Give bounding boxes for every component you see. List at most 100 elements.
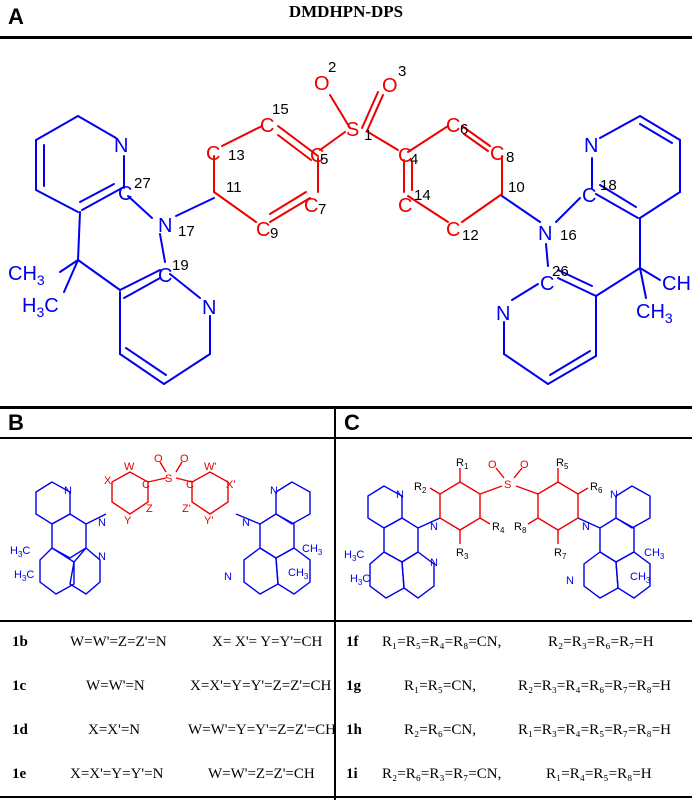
atom-s1: S	[346, 119, 359, 141]
atom-n-right-bot: N	[496, 303, 510, 325]
num-14: 14	[414, 187, 431, 204]
acceptor-bonds-b	[111, 461, 229, 515]
b-n-1: N	[64, 485, 72, 497]
c-r4: R4	[492, 521, 505, 535]
num-27: 27	[134, 175, 151, 192]
num-17: 17	[178, 223, 195, 240]
row-code: 1c	[12, 678, 27, 694]
row-condition-b: R₁=R₄=R₅=R₈=H	[546, 766, 652, 782]
atom-n-right-top: N	[584, 135, 598, 157]
row-condition-b: W=W'=Z=Z'=CH	[208, 766, 315, 782]
row-code: 1e	[12, 766, 27, 782]
atom-n-left-top: N	[114, 135, 128, 157]
num-18: 18	[600, 177, 617, 194]
num-7: 7	[318, 201, 326, 218]
c-r2: R2	[414, 481, 427, 495]
c-n-3: N	[430, 557, 438, 569]
atom-c7: C	[304, 195, 318, 217]
row-code: 1d	[12, 722, 28, 738]
c-methyl-1: H3C	[344, 549, 364, 563]
c-n-5: N	[582, 521, 590, 533]
atom-c27: C	[118, 183, 132, 205]
c-methyl-3: CH3	[644, 547, 665, 561]
c-n-1: N	[396, 489, 404, 501]
b-n-3: N	[98, 551, 106, 563]
atom-c5: C	[310, 145, 324, 167]
atom-o2: O	[314, 73, 330, 95]
vertical-divider	[334, 406, 336, 800]
row-condition-b: W=W'=Y=Y'=Z=Z'=CH	[188, 722, 337, 738]
row-code: 1i	[346, 766, 358, 782]
atom-o3: O	[382, 75, 398, 97]
num-16: 16	[560, 227, 577, 244]
num-11: 11	[226, 179, 242, 196]
atom-c4: C	[398, 145, 412, 167]
c-r8: R8	[514, 521, 527, 535]
c-n-2: N	[430, 521, 438, 533]
c-methyl-4: CH3	[630, 571, 651, 585]
row-code: 1f	[346, 634, 359, 650]
c-sulfur: S	[504, 479, 511, 491]
c-oxygen-1: O	[488, 459, 497, 471]
panel-label-a: A	[8, 4, 24, 29]
atom-c14: C	[398, 195, 412, 217]
num-5: 5	[320, 151, 328, 168]
donor-bonds-b-right	[235, 481, 311, 595]
num-6: 6	[460, 121, 468, 138]
methyl-left-bot: H3C	[22, 295, 59, 320]
methyl-right-top: CH	[662, 273, 691, 295]
acceptor-bonds-a	[213, 91, 503, 223]
row-condition-a: R₁=R₅=CN,	[404, 678, 476, 694]
num-19: 19	[172, 257, 189, 274]
c-oxygen-2: O	[520, 459, 529, 471]
atom-c8: C	[490, 143, 504, 165]
top-rule	[0, 36, 692, 39]
atom-c6: C	[446, 115, 460, 137]
donor-bonds-b	[35, 481, 107, 595]
acceptor-bonds-c	[429, 467, 589, 544]
num-9: 9	[270, 225, 278, 242]
b-methyl-1: H3C	[10, 545, 30, 559]
row-condition-a: R₂=R₆=CN,	[404, 722, 476, 738]
num-8: 8	[506, 149, 514, 166]
c-r5: R5	[556, 457, 569, 471]
b-y: Y	[124, 515, 132, 527]
atom-n17: N	[158, 215, 172, 237]
c-r-labels: R1 R2 R3 R4 R5 R6 R7 R8	[414, 457, 603, 561]
num-3: 3	[398, 63, 406, 80]
molecule-title: DMDHPN-DPS	[288, 2, 404, 21]
atom-n16: N	[538, 223, 552, 245]
row-condition-a: R₁=R₅=R₄=R₈=CN,	[382, 634, 502, 650]
atom-c26: C	[540, 273, 554, 295]
row-condition-b: R₁=R₃=R₄=R₅=R₇=R₈=H	[518, 722, 671, 738]
c-r7: R7	[554, 547, 567, 561]
row-condition-a: W=W'=Z=Z'=N	[70, 634, 167, 650]
b-wp: W'	[204, 461, 216, 473]
row-condition-a: X=X'=N	[88, 722, 141, 738]
c-r1: R1	[456, 457, 469, 471]
table-rule	[0, 620, 692, 622]
b-sulfur: S	[165, 473, 172, 485]
b-n-2: N	[98, 517, 106, 529]
c-r6: R6	[590, 481, 603, 495]
num-4: 4	[410, 151, 418, 168]
b-oxygen-1: O	[154, 453, 163, 465]
atom-c13: C	[206, 143, 220, 165]
num-10: 10	[508, 179, 525, 196]
row-code: 1b	[12, 634, 28, 650]
bottom-rule	[0, 796, 692, 798]
row-code: 1h	[346, 722, 362, 738]
donor-bonds-a	[35, 115, 681, 385]
atom-c19: C	[158, 265, 172, 287]
c-methyl-2: H3C	[350, 573, 370, 587]
row-condition-a: X=X'=Y=Y'=N	[70, 766, 164, 782]
atom-c12: C	[446, 219, 460, 241]
num-1: 1	[364, 127, 372, 144]
b-n-5: N	[242, 517, 250, 529]
panel-label-b: B	[8, 410, 24, 435]
donor-bonds-c	[367, 485, 651, 599]
row-condition-b: X= X'= Y=Y'=CH	[212, 634, 323, 650]
atom-c15: C	[260, 115, 274, 137]
